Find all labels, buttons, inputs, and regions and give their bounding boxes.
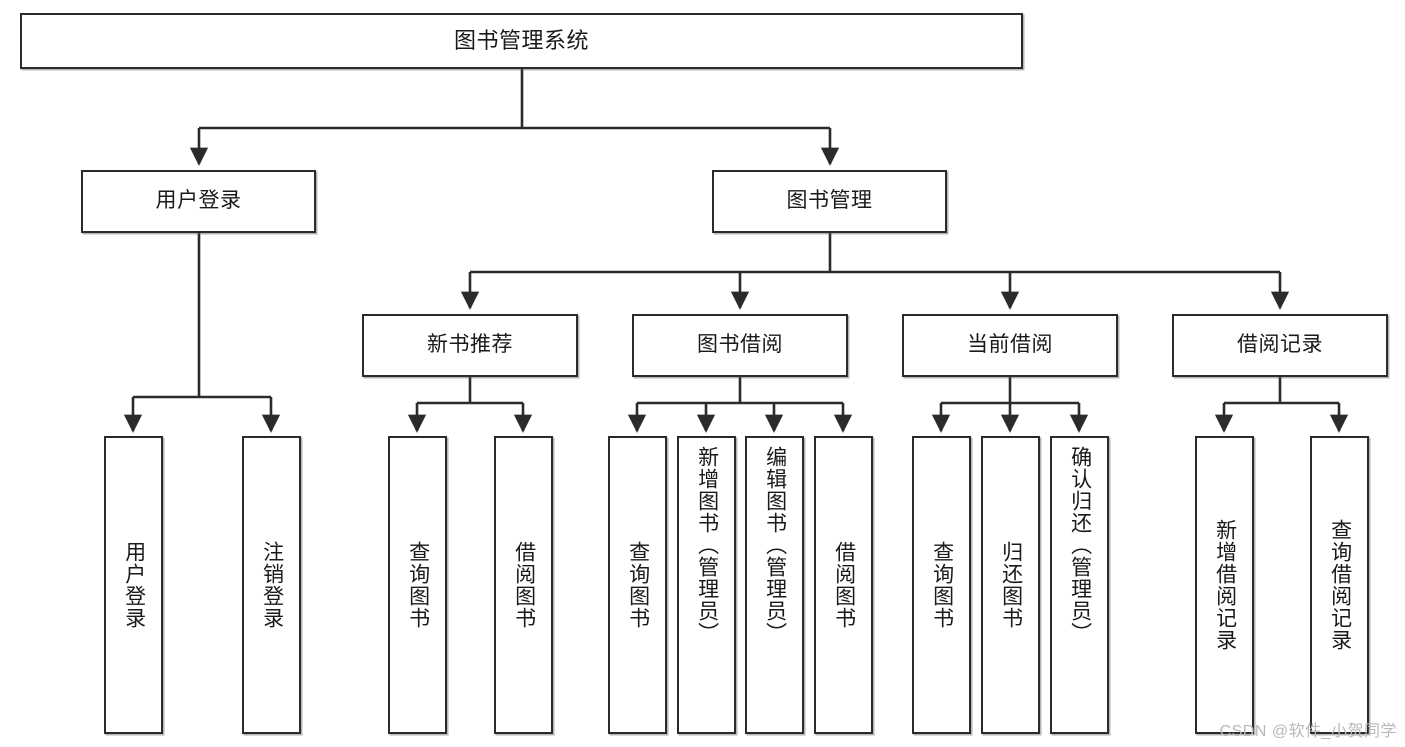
node-user-login-label: 用户登录	[155, 189, 242, 213]
node-book-manage-label: 图书管理	[786, 189, 873, 213]
node-leaf-add-record-label: 新增借阅记录	[1213, 519, 1237, 651]
node-leaf-confirm-return-label: 确认归还（管理员）	[1068, 446, 1092, 644]
node-leaf-query-record-label: 查询借阅记录	[1328, 519, 1352, 651]
csdn-watermark: CSDN @软件_小贺同学	[1219, 723, 1397, 740]
node-leaf-edit-book[interactable]: 编辑图书（管理员）	[745, 436, 804, 734]
node-leaf-query-book-3[interactable]: 查询图书	[912, 436, 971, 734]
node-current-borrow-label: 当前借阅	[967, 333, 1053, 357]
node-borrow-record-label: 借阅记录	[1237, 333, 1323, 357]
node-book-borrow-label: 图书借阅	[697, 333, 783, 357]
node-leaf-query-book-2[interactable]: 查询图书	[608, 436, 667, 734]
node-leaf-user-login-label: 用户登录	[122, 541, 146, 629]
node-book-manage[interactable]: 图书管理	[712, 170, 947, 233]
node-new-book-recommend-label: 新书推荐	[427, 333, 513, 357]
node-root-system-label: 图书管理系统	[453, 28, 589, 54]
node-leaf-return-book-label: 归还图书	[999, 541, 1023, 629]
node-book-borrow[interactable]: 图书借阅	[632, 314, 848, 377]
node-leaf-query-book-3-label: 查询图书	[930, 541, 954, 629]
node-leaf-query-book-1[interactable]: 查询图书	[388, 436, 447, 734]
node-leaf-return-book[interactable]: 归还图书	[981, 436, 1040, 734]
node-new-book-recommend[interactable]: 新书推荐	[362, 314, 578, 377]
node-user-login[interactable]: 用户登录	[81, 170, 316, 233]
node-leaf-query-book-1-label: 查询图书	[406, 541, 430, 629]
node-leaf-query-book-2-label: 查询图书	[626, 541, 650, 629]
node-leaf-borrow-book-1-label: 借阅图书	[512, 541, 536, 629]
node-leaf-borrow-book-2[interactable]: 借阅图书	[814, 436, 873, 734]
node-borrow-record[interactable]: 借阅记录	[1172, 314, 1388, 377]
node-leaf-user-login[interactable]: 用户登录	[104, 436, 163, 734]
node-leaf-borrow-book-1[interactable]: 借阅图书	[494, 436, 553, 734]
node-leaf-add-record[interactable]: 新增借阅记录	[1195, 436, 1254, 734]
node-current-borrow[interactable]: 当前借阅	[902, 314, 1118, 377]
node-leaf-add-book-label: 新增图书（管理员）	[695, 446, 719, 644]
node-leaf-edit-book-label: 编辑图书（管理员）	[763, 446, 787, 644]
node-leaf-confirm-return[interactable]: 确认归还（管理员）	[1050, 436, 1109, 734]
node-leaf-borrow-book-2-label: 借阅图书	[832, 541, 856, 629]
node-leaf-add-book[interactable]: 新增图书（管理员）	[677, 436, 736, 734]
node-leaf-query-record[interactable]: 查询借阅记录	[1310, 436, 1369, 734]
node-leaf-user-logout[interactable]: 注销登录	[242, 436, 301, 734]
node-root-system[interactable]: 图书管理系统	[20, 13, 1023, 69]
node-leaf-user-logout-label: 注销登录	[260, 541, 284, 629]
